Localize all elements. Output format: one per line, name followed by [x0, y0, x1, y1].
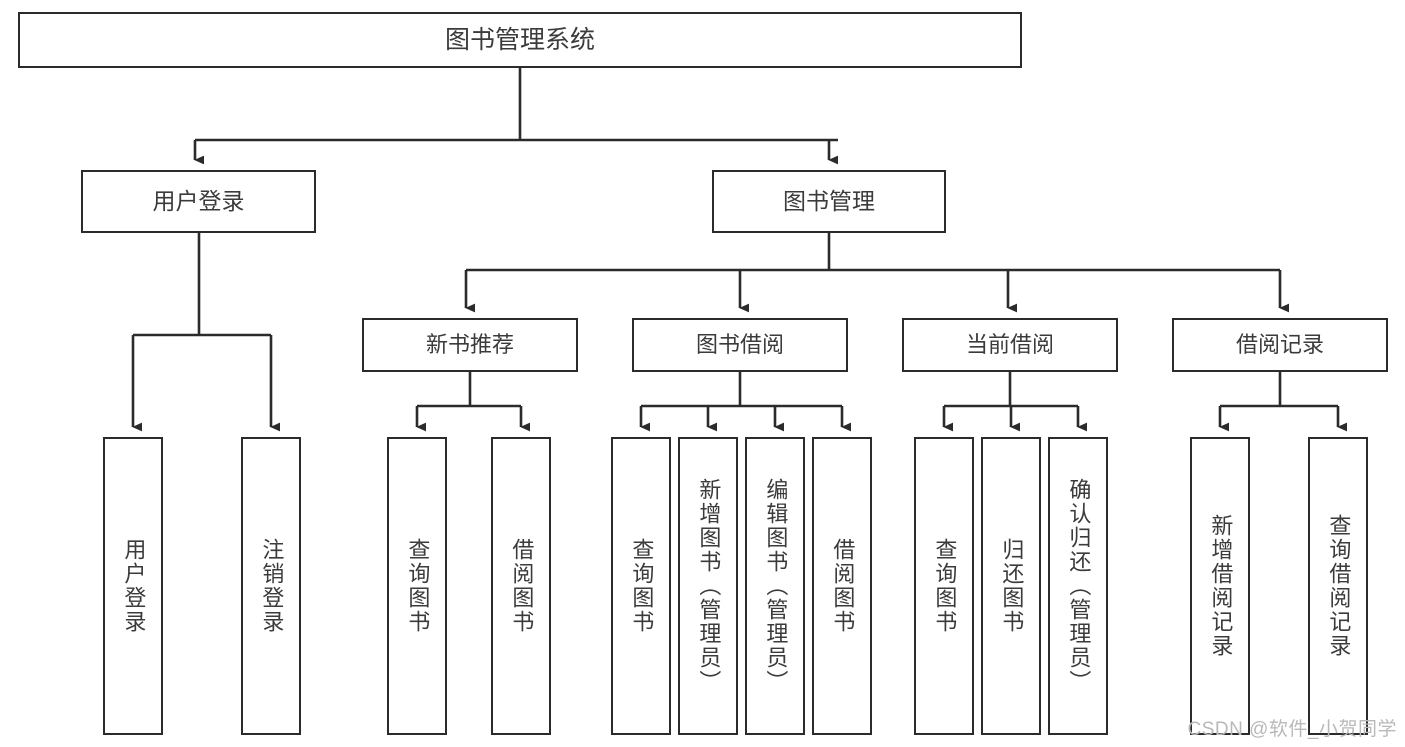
node-label: 查询图书	[932, 538, 958, 634]
node-user-login[interactable]: 用户登录	[81, 170, 316, 233]
node-label: 编辑图书（管理员）	[763, 478, 789, 694]
node-leaf-query-book-2[interactable]: 查询图书	[611, 437, 671, 735]
node-leaf-borrow-book-2[interactable]: 借阅图书	[812, 437, 872, 735]
node-leaf-user-login[interactable]: 用户登录	[103, 437, 163, 735]
node-label: 图书管理	[783, 187, 875, 214]
node-label: 借阅图书	[509, 538, 535, 634]
node-label: 新书推荐	[425, 331, 514, 357]
node-current-borrow[interactable]: 当前借阅	[902, 318, 1118, 372]
node-label: 查询图书	[405, 538, 431, 634]
node-leaf-logout-login[interactable]: 注销登录	[241, 437, 301, 735]
node-label: 借阅图书	[830, 538, 856, 634]
node-label: 图书管理系统	[444, 26, 595, 54]
node-label: 图书借阅	[695, 331, 784, 357]
node-label: 新增图书（管理员）	[696, 478, 722, 694]
node-book-borrow[interactable]: 图书借阅	[632, 318, 848, 372]
node-root-system[interactable]: 图书管理系统	[18, 12, 1022, 68]
node-label: 用户登录	[152, 187, 245, 214]
node-leaf-add-book[interactable]: 新增图书（管理员）	[678, 437, 738, 735]
node-label: 归还图书	[999, 538, 1025, 634]
node-borrow-record[interactable]: 借阅记录	[1172, 318, 1388, 372]
node-leaf-edit-book[interactable]: 编辑图书（管理员）	[745, 437, 805, 735]
node-label: 注销登录	[259, 538, 285, 634]
node-leaf-query-record[interactable]: 查询借阅记录	[1308, 437, 1368, 735]
csdn-watermark: CSDN @软件_小贺同学	[1187, 719, 1397, 740]
node-leaf-borrow-book-1[interactable]: 借阅图书	[491, 437, 551, 735]
node-label: 查询借阅记录	[1326, 514, 1352, 658]
node-leaf-query-book-1[interactable]: 查询图书	[387, 437, 447, 735]
node-label: 用户登录	[121, 538, 147, 634]
node-leaf-query-book-3[interactable]: 查询图书	[914, 437, 974, 735]
node-label: 查询图书	[629, 538, 655, 634]
node-label: 借阅记录	[1235, 331, 1324, 357]
node-leaf-add-record[interactable]: 新增借阅记录	[1190, 437, 1250, 735]
node-label: 新增借阅记录	[1208, 514, 1234, 658]
node-label: 当前借阅	[965, 331, 1054, 357]
node-leaf-confirm-return[interactable]: 确认归还（管理员）	[1048, 437, 1108, 735]
node-new-book-recommend[interactable]: 新书推荐	[362, 318, 578, 372]
node-leaf-return-book[interactable]: 归还图书	[981, 437, 1041, 735]
node-book-manage[interactable]: 图书管理	[712, 170, 946, 233]
node-label: 确认归还（管理员）	[1066, 478, 1092, 694]
